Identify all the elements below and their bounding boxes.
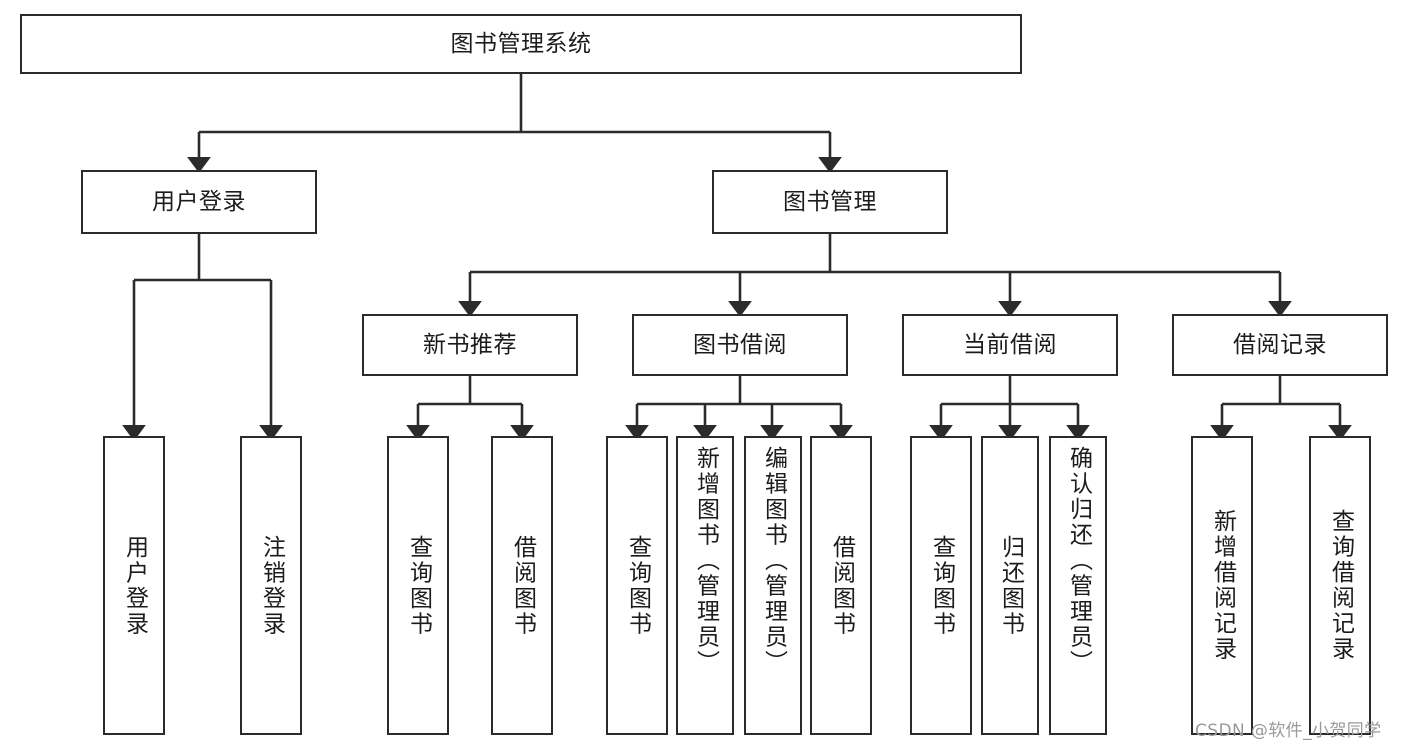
node-leaf-query-record[interactable]: 查询借阅记录	[1309, 436, 1371, 735]
node-leaf-user-logout-label: 注销登录	[258, 534, 285, 637]
node-leaf-query-book-2-label: 查询图书	[624, 534, 651, 637]
node-root[interactable]: 图书管理系统	[20, 14, 1022, 74]
node-leaf-user-login[interactable]: 用户登录	[103, 436, 165, 735]
node-leaf-confirm-return-label: 确认归还（管理员）	[1065, 446, 1092, 676]
node-leaf-user-login-label: 用户登录	[121, 534, 148, 637]
node-book-borrow[interactable]: 图书借阅	[632, 314, 848, 376]
node-user-login-label: 用户登录	[152, 188, 246, 215]
node-leaf-return-book[interactable]: 归还图书	[981, 436, 1039, 735]
node-leaf-user-logout[interactable]: 注销登录	[240, 436, 302, 735]
node-book-manage-label: 图书管理	[783, 188, 877, 215]
node-leaf-query-book-1[interactable]: 查询图书	[387, 436, 449, 735]
node-leaf-confirm-return[interactable]: 确认归还（管理员）	[1049, 436, 1107, 735]
node-leaf-add-book[interactable]: 新增图书（管理员）	[676, 436, 734, 735]
node-new-book-rec[interactable]: 新书推荐	[362, 314, 578, 376]
node-leaf-borrow-book-2-label: 借阅图书	[828, 534, 855, 637]
node-leaf-add-record[interactable]: 新增借阅记录	[1191, 436, 1253, 735]
node-leaf-edit-book-label: 编辑图书（管理员）	[760, 446, 787, 676]
node-leaf-query-book-3[interactable]: 查询图书	[910, 436, 972, 735]
node-leaf-return-book-label: 归还图书	[997, 534, 1024, 637]
node-new-book-rec-label: 新书推荐	[423, 331, 517, 358]
node-leaf-edit-book[interactable]: 编辑图书（管理员）	[744, 436, 802, 735]
node-leaf-borrow-book-1[interactable]: 借阅图书	[491, 436, 553, 735]
node-current-borrow[interactable]: 当前借阅	[902, 314, 1118, 376]
node-leaf-borrow-book-2[interactable]: 借阅图书	[810, 436, 872, 735]
node-borrow-record-label: 借阅记录	[1233, 331, 1327, 358]
node-leaf-query-record-label: 查询借阅记录	[1327, 509, 1354, 662]
node-book-borrow-label: 图书借阅	[693, 331, 787, 358]
node-leaf-query-book-2[interactable]: 查询图书	[606, 436, 668, 735]
csdn-watermark: CSDN @软件_小贺同学	[1195, 721, 1382, 741]
node-leaf-query-book-1-label: 查询图书	[405, 534, 432, 637]
node-book-manage[interactable]: 图书管理	[712, 170, 948, 234]
node-leaf-add-book-label: 新增图书（管理员）	[692, 446, 719, 676]
node-borrow-record[interactable]: 借阅记录	[1172, 314, 1388, 376]
node-current-borrow-label: 当前借阅	[963, 331, 1057, 358]
node-leaf-borrow-book-1-label: 借阅图书	[509, 534, 536, 637]
node-leaf-add-record-label: 新增借阅记录	[1209, 509, 1236, 662]
node-leaf-query-book-3-label: 查询图书	[928, 534, 955, 637]
node-root-label: 图书管理系统	[450, 30, 592, 57]
node-user-login[interactable]: 用户登录	[81, 170, 317, 234]
